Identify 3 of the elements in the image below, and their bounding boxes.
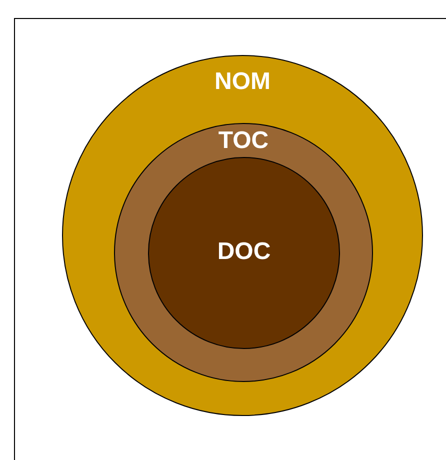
circle-label: TOC <box>218 127 269 155</box>
circle-label: DOC <box>217 238 271 266</box>
circle-label: NOM <box>214 68 270 96</box>
